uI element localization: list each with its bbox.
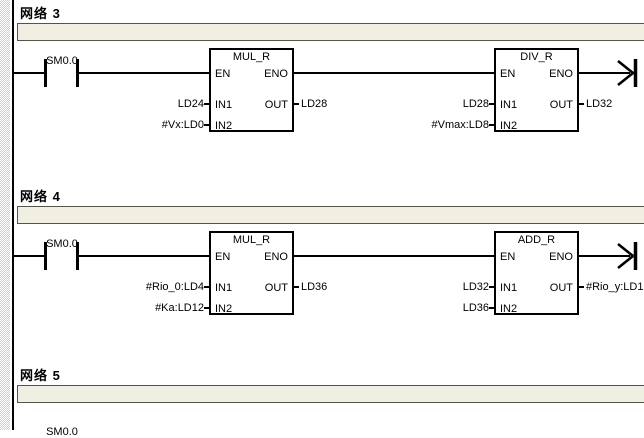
pin-tick (204, 103, 209, 105)
pin-tick (294, 103, 299, 105)
network-4: 网络 4 SM0.0 MUL_R EN ENO IN1 OUT IN2 #Rio… (0, 186, 644, 331)
pin-eno-label: ENO (549, 251, 573, 263)
wire (14, 72, 44, 74)
network-4-comment-field[interactable] (17, 206, 644, 224)
pin-in2-label: IN2 (500, 120, 518, 132)
pin-tick (204, 307, 209, 309)
wire (579, 72, 614, 74)
wire (79, 72, 209, 74)
pin-eno-label: ENO (264, 251, 288, 263)
pin-en-label: EN (500, 68, 516, 80)
pin-in1-label: IN1 (215, 282, 233, 294)
network-3-comment-field[interactable] (17, 23, 644, 41)
pin-in2-label: IN2 (500, 303, 518, 315)
pin-out-label: OUT (264, 282, 288, 294)
in2-operand[interactable]: #Ka:LD12 (155, 302, 204, 314)
pin-en-label: EN (215, 68, 231, 80)
in2-operand[interactable]: #Vx:LD0 (161, 119, 204, 131)
network-5-comment-field[interactable] (17, 385, 644, 403)
pin-in1-label: IN1 (500, 282, 518, 294)
contact-bar[interactable] (76, 59, 79, 87)
pin-eno-label: ENO (264, 68, 288, 80)
contact-bar[interactable] (76, 242, 79, 270)
page-margin-hatch (0, 0, 10, 430)
network-4-title[interactable]: 网络 4 (20, 189, 61, 204)
pin-tick (204, 286, 209, 288)
wire (579, 255, 614, 257)
in1-operand[interactable]: LD28 (462, 98, 489, 110)
function-block-mul-r[interactable]: MUL_R EN ENO IN1 OUT IN2 (209, 231, 294, 315)
block-title: DIV_R (520, 51, 553, 63)
network-5-title[interactable]: 网络 5 (20, 368, 61, 383)
pin-tick (489, 307, 494, 309)
block-title: MUL_R (232, 234, 271, 246)
pin-out-label: OUT (549, 282, 573, 294)
out-operand[interactable]: LD28 (301, 98, 328, 110)
out-operand[interactable]: LD32 (586, 98, 613, 110)
network-3: 网络 3 SM0.0 MUL_R EN ENO IN1 OUT IN2 LD24… (0, 3, 644, 148)
in1-operand[interactable]: LD32 (462, 281, 489, 293)
function-block-add-r[interactable]: ADD_R EN ENO IN1 OUT IN2 (494, 231, 579, 315)
network-3-title[interactable]: 网络 3 (20, 6, 61, 21)
out-operand[interactable]: #Rio_y:LD1 (586, 281, 644, 293)
pin-in1-label: IN1 (500, 99, 518, 111)
in2-operand[interactable]: LD36 (462, 302, 489, 314)
out-operand[interactable]: LD36 (301, 281, 328, 293)
network-5: 网络 5 SM0.0 (0, 365, 644, 438)
wire (294, 72, 494, 74)
pin-out-label: OUT (549, 99, 573, 111)
pin-en-label: EN (500, 251, 516, 263)
block-title: MUL_R (232, 51, 271, 63)
function-block-div-r[interactable]: DIV_R EN ENO IN1 OUT IN2 (494, 48, 579, 132)
pin-en-label: EN (215, 251, 231, 263)
rung-continuation-arrow-icon (610, 59, 638, 87)
contact-operand-clipped[interactable]: SM0.0 (46, 426, 78, 438)
in2-operand[interactable]: #Vmax:LD8 (431, 119, 489, 131)
pin-tick (489, 286, 494, 288)
wire (294, 255, 494, 257)
wire (14, 255, 44, 257)
rung-continuation-arrow-icon (610, 242, 638, 270)
pin-in2-label: IN2 (215, 120, 233, 132)
contact-operand[interactable]: SM0.0 (46, 55, 78, 67)
in1-operand[interactable]: LD24 (177, 98, 204, 110)
left-power-rail (12, 0, 14, 430)
pin-out-label: OUT (264, 99, 288, 111)
pin-tick (294, 286, 299, 288)
pin-tick (204, 124, 209, 126)
pin-in1-label: IN1 (215, 99, 233, 111)
pin-tick (579, 103, 584, 105)
pin-tick (579, 286, 584, 288)
contact-bar[interactable] (44, 59, 47, 87)
wire (79, 255, 209, 257)
contact-bar[interactable] (44, 242, 47, 270)
contact-operand[interactable]: SM0.0 (46, 238, 78, 250)
in1-operand[interactable]: #Rio_0:LD4 (145, 281, 204, 293)
pin-eno-label: ENO (549, 68, 573, 80)
pin-tick (489, 103, 494, 105)
pin-in2-label: IN2 (215, 303, 233, 315)
block-title: ADD_R (517, 234, 556, 246)
pin-tick (489, 124, 494, 126)
function-block-mul-r[interactable]: MUL_R EN ENO IN1 OUT IN2 (209, 48, 294, 132)
